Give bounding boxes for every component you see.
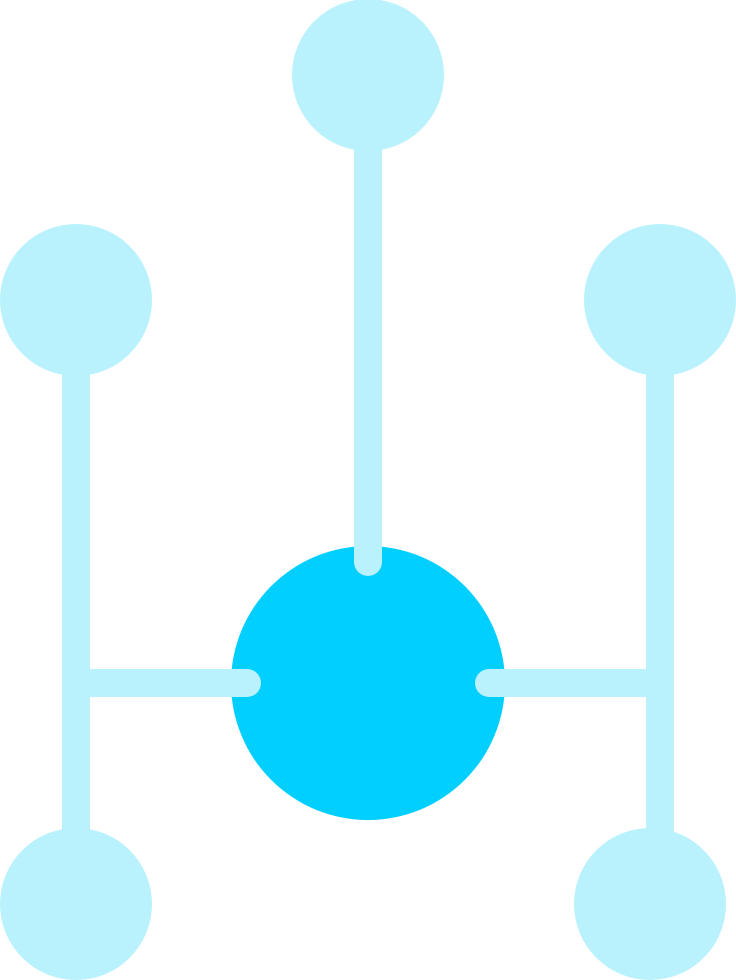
node-upper-right <box>584 224 736 376</box>
node-upper-left <box>0 224 152 376</box>
hub-node <box>231 546 505 820</box>
node-lower-right <box>574 828 726 980</box>
node-lower-left <box>0 828 152 980</box>
node-top <box>292 0 444 151</box>
connector-caps <box>196 506 540 697</box>
